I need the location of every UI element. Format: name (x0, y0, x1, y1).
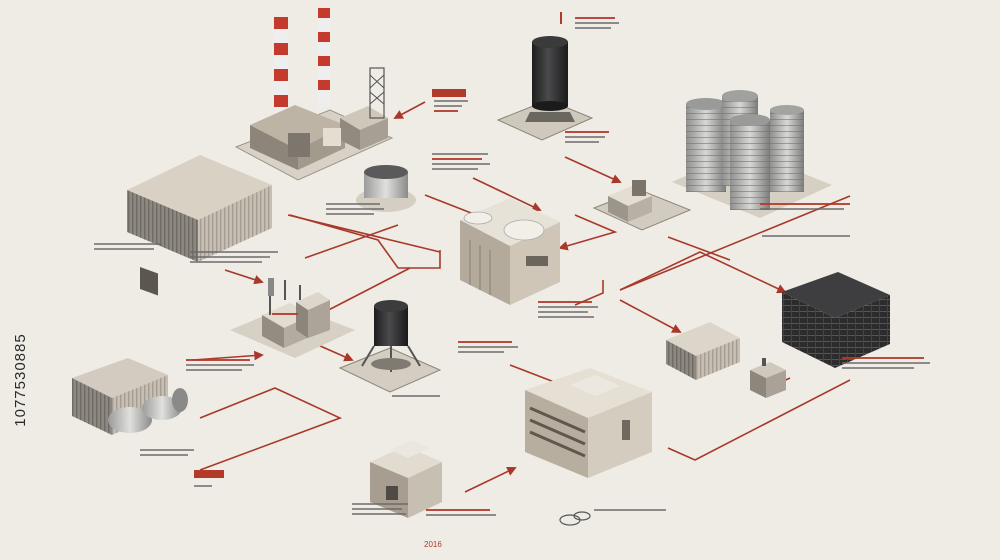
label-alert (194, 482, 216, 490)
dark-tank-icon (338, 300, 442, 393)
storage-tank-icon (496, 36, 594, 141)
silo-cluster-icon (672, 90, 832, 218)
label-small-building (352, 500, 412, 518)
label-tank-info (565, 128, 613, 146)
label-office (426, 506, 496, 519)
label-dark-tank (458, 338, 518, 356)
label-silos-b (762, 232, 854, 240)
compressor-icon (230, 278, 355, 358)
image-id-label: 1077530885 (12, 333, 29, 427)
label-central-hub (538, 298, 598, 321)
label-tag-alert (194, 470, 224, 478)
label-dark-tank-b (392, 392, 442, 400)
warehouse-icon (127, 155, 272, 296)
label-pipe-storage (140, 446, 196, 459)
label-battery (842, 354, 932, 372)
label-compressor (272, 310, 302, 318)
container-icon (666, 322, 740, 380)
label-tag-power-plant (432, 89, 466, 97)
module-icon (750, 358, 786, 398)
label-tank-cluster (594, 506, 670, 514)
label-warehouse (94, 240, 164, 253)
office-building-icon (525, 368, 652, 478)
flag-icon (560, 12, 570, 24)
label-cooling-tank (326, 200, 384, 218)
battery-storage-icon (782, 272, 890, 368)
pump-unit-icon (592, 180, 692, 231)
label-cooling (432, 150, 492, 173)
pipe-storage-icon (72, 358, 188, 435)
tank-icon (559, 511, 591, 526)
label-storage-tank (575, 14, 623, 32)
label-warehouse-b (190, 248, 280, 266)
label-silos (760, 200, 856, 213)
code-label: 2016 (424, 540, 442, 549)
central-hub-icon (460, 198, 560, 305)
label-compressor-b (186, 356, 256, 374)
power-plant-icon (234, 8, 394, 181)
cooling-tank-icon (356, 165, 416, 212)
